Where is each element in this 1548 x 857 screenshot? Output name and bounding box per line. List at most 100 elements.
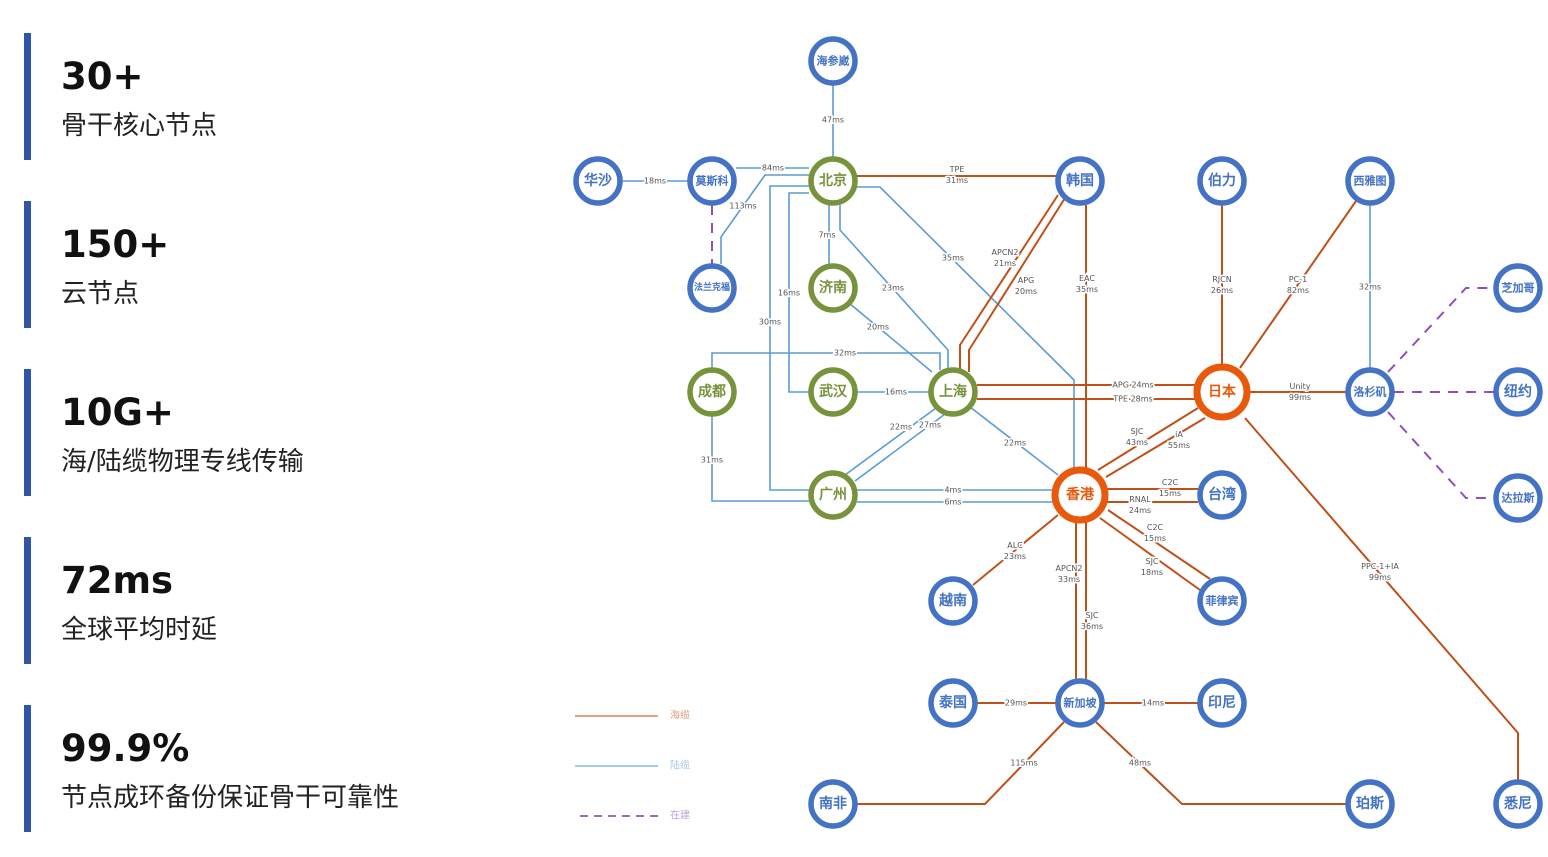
link-label: 15ms — [1159, 489, 1181, 498]
link-sea — [968, 197, 1066, 372]
node-泰国[interactable]: 泰国 — [928, 678, 978, 728]
node-新加坡[interactable]: 新加坡 — [1055, 678, 1105, 728]
node-广州[interactable]: 广州 — [808, 470, 858, 520]
link-land — [969, 406, 1059, 476]
node-label: 成都 — [698, 383, 726, 400]
node-济南[interactable]: 济南 — [808, 263, 858, 313]
node-label: 菲律宾 — [1206, 594, 1239, 608]
node-ring — [928, 678, 978, 728]
node-台湾[interactable]: 台湾 — [1197, 470, 1247, 520]
link-land — [711, 416, 809, 502]
link-label: TPE — [949, 165, 965, 174]
stat-value: 150+ — [61, 223, 170, 266]
node-菲律宾[interactable]: 菲律宾 — [1197, 576, 1247, 626]
node-莫斯科[interactable]: 莫斯科 — [687, 156, 737, 206]
legend-label: 陆缆 — [670, 759, 690, 772]
link-label: APG — [1018, 276, 1035, 285]
link-building — [1387, 411, 1494, 499]
node-纽约[interactable]: 纽约 — [1493, 367, 1543, 417]
link-label: 7ms — [818, 231, 835, 240]
node-ring — [808, 367, 858, 417]
link-label: RNAL — [1129, 495, 1151, 504]
link-land — [769, 185, 809, 491]
node-label: 西雅图 — [1354, 174, 1387, 188]
link-label: PC-1 — [1289, 275, 1307, 284]
node-达拉斯[interactable]: 达拉斯 — [1493, 473, 1543, 523]
node-label: 悉尼 — [1503, 795, 1532, 812]
stat-value: 10G+ — [61, 391, 174, 434]
node-label: 海参崴 — [817, 54, 850, 68]
node-ring — [1197, 678, 1247, 728]
link-label: TPE 28ms — [1112, 395, 1152, 404]
node-label: 伯力 — [1208, 172, 1236, 189]
link-label: 27ms — [919, 421, 941, 430]
node-label: 济南 — [819, 279, 847, 296]
node-芝加哥[interactable]: 芝加哥 — [1493, 263, 1543, 313]
link-label: PPC-1+IA — [1361, 562, 1399, 571]
node-label: 法兰克福 — [694, 281, 730, 293]
link-label: 16ms — [885, 388, 907, 397]
node-香港[interactable]: 香港 — [1051, 466, 1109, 524]
node-ring — [687, 367, 737, 417]
node-悉尼[interactable]: 悉尼 — [1493, 779, 1543, 829]
node-洛杉矶[interactable]: 洛杉矶 — [1345, 367, 1395, 417]
link-label: C2C — [1147, 523, 1164, 532]
node-ring — [1055, 678, 1105, 728]
node-法兰克福[interactable]: 法兰克福 — [687, 263, 737, 313]
node-南非[interactable]: 南非 — [808, 779, 858, 829]
node-label: 台湾 — [1208, 486, 1236, 503]
node-ring — [1493, 367, 1543, 417]
node-ring — [1345, 779, 1395, 829]
link-sea — [959, 194, 1059, 370]
node-武汉[interactable]: 武汉 — [808, 367, 858, 417]
link-label: 82ms — [1287, 286, 1309, 295]
node-label: 莫斯科 — [695, 174, 729, 188]
node-西雅图[interactable]: 西雅图 — [1345, 156, 1395, 206]
node-label: 越南 — [938, 592, 967, 609]
link-sea — [1099, 517, 1201, 591]
link-label: APCN2 — [1056, 564, 1083, 573]
stat-label: 全球平均时延 — [61, 615, 218, 645]
node-珀斯[interactable]: 珀斯 — [1345, 779, 1395, 829]
link-label: APCN2 — [992, 248, 1019, 257]
node-成都[interactable]: 成都 — [687, 367, 737, 417]
node-ring — [1197, 156, 1247, 206]
link-label: 31ms — [701, 456, 723, 465]
node-伯力[interactable]: 伯力 — [1197, 156, 1247, 206]
link-label: 21ms — [994, 259, 1016, 268]
node-label: 印尼 — [1208, 694, 1236, 711]
stat-label: 骨干核心节点 — [61, 111, 218, 141]
node-ring — [808, 470, 858, 520]
node-印尼[interactable]: 印尼 — [1197, 678, 1247, 728]
link-label: 43ms — [1126, 438, 1148, 447]
node-ring — [1345, 156, 1395, 206]
node-海参崴[interactable]: 海参崴 — [808, 36, 858, 86]
link-label: RJCN — [1212, 275, 1232, 284]
link-label: 115ms — [1010, 759, 1037, 768]
link-label: 32ms — [1359, 283, 1381, 292]
link-label: 16ms — [778, 289, 800, 298]
node-ring — [687, 156, 737, 206]
links-layer — [622, 85, 1519, 805]
link-label: SJC — [1085, 611, 1098, 620]
link-label: 36ms — [1081, 622, 1103, 631]
link-label: 99ms — [1289, 393, 1311, 402]
node-日本[interactable]: 日本 — [1193, 363, 1251, 421]
stat-value: 30+ — [61, 55, 144, 98]
node-华沙[interactable]: 华沙 — [573, 156, 623, 206]
link-land — [848, 302, 933, 373]
node-ring — [1493, 779, 1543, 829]
node-韩国[interactable]: 韩国 — [1055, 156, 1105, 206]
link-label: 29ms — [1005, 699, 1027, 708]
link-label: C2C — [1162, 478, 1179, 487]
link-label: Unity — [1289, 382, 1310, 391]
node-越南[interactable]: 越南 — [928, 576, 978, 626]
legend-label: 海缆 — [670, 709, 690, 722]
node-上海[interactable]: 上海 — [928, 367, 978, 417]
link-land — [844, 407, 937, 476]
node-label: 纽约 — [1504, 383, 1532, 400]
node-北京[interactable]: 北京 — [808, 156, 858, 206]
node-label: 上海 — [939, 383, 967, 400]
link-label: SJC — [1145, 557, 1158, 566]
